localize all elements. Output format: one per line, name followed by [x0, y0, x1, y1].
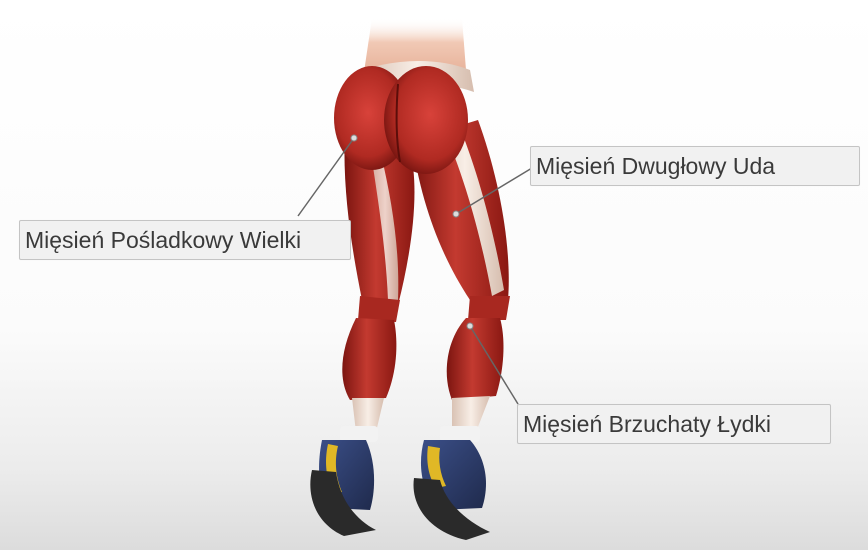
left-sock	[340, 426, 378, 442]
hamstring-leader-dot	[452, 210, 460, 218]
right-sole	[413, 478, 490, 540]
torso-skin	[364, 18, 466, 72]
glute-leader-line	[297, 137, 355, 217]
right-thigh-tendon	[426, 85, 504, 296]
calf-leader-line	[469, 325, 519, 405]
glute-leader-dot	[350, 134, 358, 142]
right-knee	[468, 296, 510, 320]
hamstring-leader-line	[455, 167, 533, 215]
right-calf-muscle	[446, 318, 504, 400]
gastrocnemius-label: Mięsień Brzuchaty Łydki	[517, 404, 831, 444]
right-sock	[440, 426, 480, 442]
left-calf-muscle	[342, 318, 397, 400]
right-shoe-accent	[427, 446, 446, 488]
left-achilles	[352, 398, 384, 432]
right-glute	[384, 66, 468, 174]
biceps-femoris-label: Mięsień Dwugłowy Uda	[530, 146, 860, 186]
left-knee	[358, 296, 400, 322]
left-sole	[310, 470, 376, 536]
left-thigh-tendon	[372, 150, 399, 300]
right-achilles	[452, 396, 490, 432]
calf-leader-dot	[466, 322, 474, 330]
gluteal-cleft	[395, 83, 401, 163]
gluteus-maximus-label: Mięsień Pośladkowy Wielki	[19, 220, 351, 260]
